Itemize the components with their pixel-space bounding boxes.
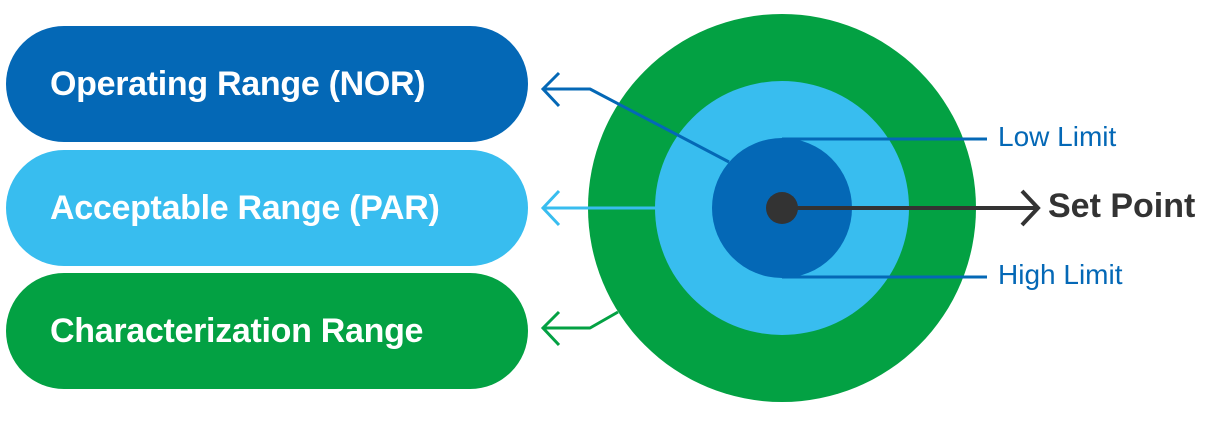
set-point-dot <box>766 192 798 224</box>
high-limit-label: High Limit <box>998 259 1123 290</box>
nor-arrow-line <box>543 87 730 164</box>
acceptable-range-pill: Acceptable Range (PAR) <box>6 150 528 266</box>
low-limit-label: Low Limit <box>998 121 1117 152</box>
characterization-range-label: Characterization Range <box>50 311 424 350</box>
operating-range-pill: Operating Range (NOR) <box>6 26 528 142</box>
acceptable-range-label: Acceptable Range (PAR) <box>50 188 440 227</box>
cr-arrowhead-icon <box>540 310 561 347</box>
cr-arrow-line <box>543 310 619 330</box>
operating-range-label: Operating Range (NOR) <box>50 64 426 103</box>
nor-arrowhead-icon <box>540 71 561 108</box>
set-point-label: Set Point <box>1048 187 1196 225</box>
characterization-range-pill: Characterization Range <box>6 273 528 389</box>
par-arrowhead-icon <box>540 189 561 227</box>
set-point-arrowhead-icon <box>1020 189 1041 227</box>
